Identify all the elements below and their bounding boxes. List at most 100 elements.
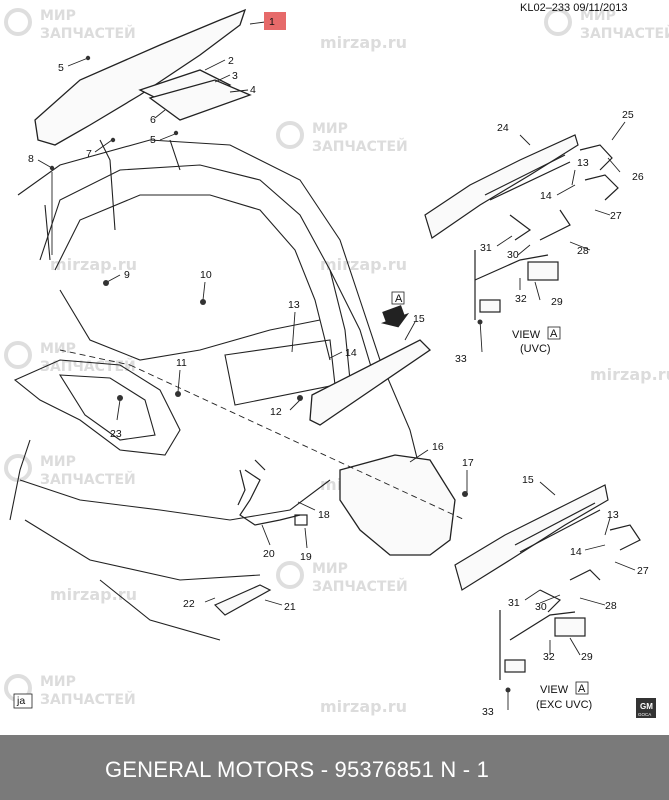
tail-lamp-part bbox=[339, 454, 456, 556]
arrow-letter: A bbox=[395, 293, 403, 305]
callout-22: 22 bbox=[183, 598, 195, 610]
callout-12: 12 bbox=[270, 406, 282, 418]
watermark-line1: МИР bbox=[40, 8, 76, 24]
diagram-code: KL02–233 09/11/2013 bbox=[520, 2, 628, 14]
watermark-line2: ЗАПЧАСТЕЙ bbox=[40, 691, 136, 708]
callout-20: 20 bbox=[263, 548, 275, 560]
callout-13c: 13 bbox=[607, 509, 619, 521]
applique-part bbox=[309, 339, 432, 426]
fasteners bbox=[49, 55, 511, 693]
watermark-line2: ЗАПЧАСТЕЙ bbox=[40, 25, 136, 42]
inset-exc-uvc bbox=[454, 484, 641, 680]
callout-30: 30 bbox=[507, 249, 519, 261]
callout-27b: 27 bbox=[637, 565, 649, 577]
view-letter: A bbox=[578, 683, 586, 695]
view-label: VIEW bbox=[512, 329, 541, 341]
callout-4: 4 bbox=[250, 84, 256, 96]
callout-26: 26 bbox=[632, 171, 644, 183]
gm-logo-top: GM bbox=[640, 702, 653, 711]
watermark-line1: МИР bbox=[580, 8, 616, 24]
callout-14c: 14 bbox=[570, 546, 582, 558]
callout-15: 15 bbox=[413, 313, 425, 325]
callout-14: 14 bbox=[345, 347, 357, 359]
leader-lines bbox=[37, 21, 636, 710]
callout-23: 23 bbox=[110, 428, 122, 440]
callout-29: 29 bbox=[551, 296, 563, 308]
callout-2: 2 bbox=[228, 55, 234, 67]
watermark-line1: МИР bbox=[312, 561, 348, 577]
callout-28: 28 bbox=[577, 245, 589, 257]
callout-18: 18 bbox=[318, 509, 330, 521]
callout-33b: 33 bbox=[482, 706, 494, 718]
callout-29b: 29 bbox=[581, 651, 593, 663]
view-arrow-a: A bbox=[380, 291, 410, 328]
spoiler-part bbox=[34, 8, 252, 146]
callout-13: 13 bbox=[288, 299, 300, 311]
watermark-line2: ЗАПЧАСТЕЙ bbox=[580, 25, 669, 42]
callout-7: 7 bbox=[86, 148, 92, 160]
watermark-url: mirzap.ru bbox=[320, 255, 407, 274]
callout-10: 10 bbox=[200, 269, 212, 281]
watermark-logo: МИР ЗАПЧАСТЕЙ bbox=[276, 561, 408, 595]
footer-text: GENERAL MOTORS - 95376851 N - 1 bbox=[105, 757, 490, 782]
callout-11: 11 bbox=[176, 357, 187, 369]
view-letter: A bbox=[550, 328, 558, 340]
callout-15b: 15 bbox=[522, 474, 534, 486]
watermark-line1: МИР bbox=[40, 341, 76, 357]
lower-bracket-part bbox=[213, 584, 272, 616]
callout-17: 17 bbox=[462, 457, 474, 469]
watermark-url: mirzap.ru bbox=[50, 585, 137, 604]
watermark-logo: МИР ЗАПЧАСТЕЙ bbox=[4, 454, 136, 488]
callout-32b: 32 bbox=[543, 651, 555, 663]
watermark-url: mirzap.ru bbox=[590, 365, 669, 384]
callout-9: 9 bbox=[124, 269, 130, 281]
view-label: VIEW bbox=[540, 684, 569, 696]
view-sub: (EXC UVC) bbox=[536, 699, 592, 711]
callout-21: 21 bbox=[284, 601, 296, 613]
watermark-logo: МИР ЗАПЧАСТЕЙ bbox=[544, 8, 669, 42]
parts-diagram: МИР ЗАПЧАСТЕЙ mirzap.ru МИР ЗАПЧАСТЕЙ МИ… bbox=[4, 8, 669, 718]
view-label-exc-uvc: VIEW A (EXC UVC) bbox=[536, 681, 592, 711]
watermark-line1: МИР bbox=[40, 454, 76, 470]
watermark-line2: ЗАПЧАСТЕЙ bbox=[312, 578, 408, 595]
callout-31b: 31 bbox=[508, 597, 520, 609]
watermark-line1: МИР bbox=[40, 674, 76, 690]
watermark-line1: МИР bbox=[312, 121, 348, 137]
gm-logo-icon: GM GOCA bbox=[636, 698, 656, 718]
watermark-logo: МИР ЗАПЧАСТЕЙ bbox=[276, 121, 408, 155]
callout-28b: 28 bbox=[605, 600, 617, 612]
watermark-logo: МИР ЗАПЧАСТЕЙ bbox=[4, 8, 136, 42]
inset-uvc bbox=[424, 134, 619, 320]
callout-33: 33 bbox=[455, 353, 467, 365]
highlight-box bbox=[264, 12, 286, 30]
footer-bar: GENERAL MOTORS - 95376851 N - 1 bbox=[0, 735, 669, 800]
view-label-uvc: VIEW A (UVC) bbox=[512, 326, 561, 355]
callout-labels: 1 2 3 4 5 5 6 7 8 9 10 11 12 13 14 15 16… bbox=[28, 16, 649, 718]
watermark-line2: ЗАПЧАСТЕЙ bbox=[312, 138, 408, 155]
wiring-harness-part bbox=[237, 459, 308, 526]
watermark-url: mirzap.ru bbox=[320, 33, 407, 52]
callout-30b: 30 bbox=[535, 601, 547, 613]
vehicle-rear-body bbox=[9, 139, 421, 641]
callout-32: 32 bbox=[515, 293, 527, 305]
watermark-url: mirzap.ru bbox=[320, 697, 407, 716]
callout-5b: 5 bbox=[150, 134, 156, 146]
callout-3: 3 bbox=[232, 70, 238, 82]
callout-8: 8 bbox=[28, 153, 34, 165]
view-sub: (UVC) bbox=[520, 343, 551, 355]
callout-5: 5 bbox=[58, 62, 64, 74]
callout-25: 25 bbox=[622, 109, 634, 121]
callout-19: 19 bbox=[300, 551, 312, 563]
callout-14b: 14 bbox=[540, 190, 552, 202]
callout-6: 6 bbox=[150, 114, 156, 126]
callout-13b: 13 bbox=[577, 157, 589, 169]
watermark-line2: ЗАПЧАСТЕЙ bbox=[40, 358, 136, 375]
callout-24: 24 bbox=[497, 122, 509, 134]
gm-logo-bottom: GOCA bbox=[638, 712, 651, 717]
watermark-line2: ЗАПЧАСТЕЙ bbox=[40, 471, 136, 488]
callout-16: 16 bbox=[432, 441, 444, 453]
callout-27: 27 bbox=[610, 210, 622, 222]
corner-tag-text: ja bbox=[16, 695, 25, 707]
callout-31: 31 bbox=[480, 242, 492, 254]
corner-tag: ja bbox=[13, 693, 33, 709]
